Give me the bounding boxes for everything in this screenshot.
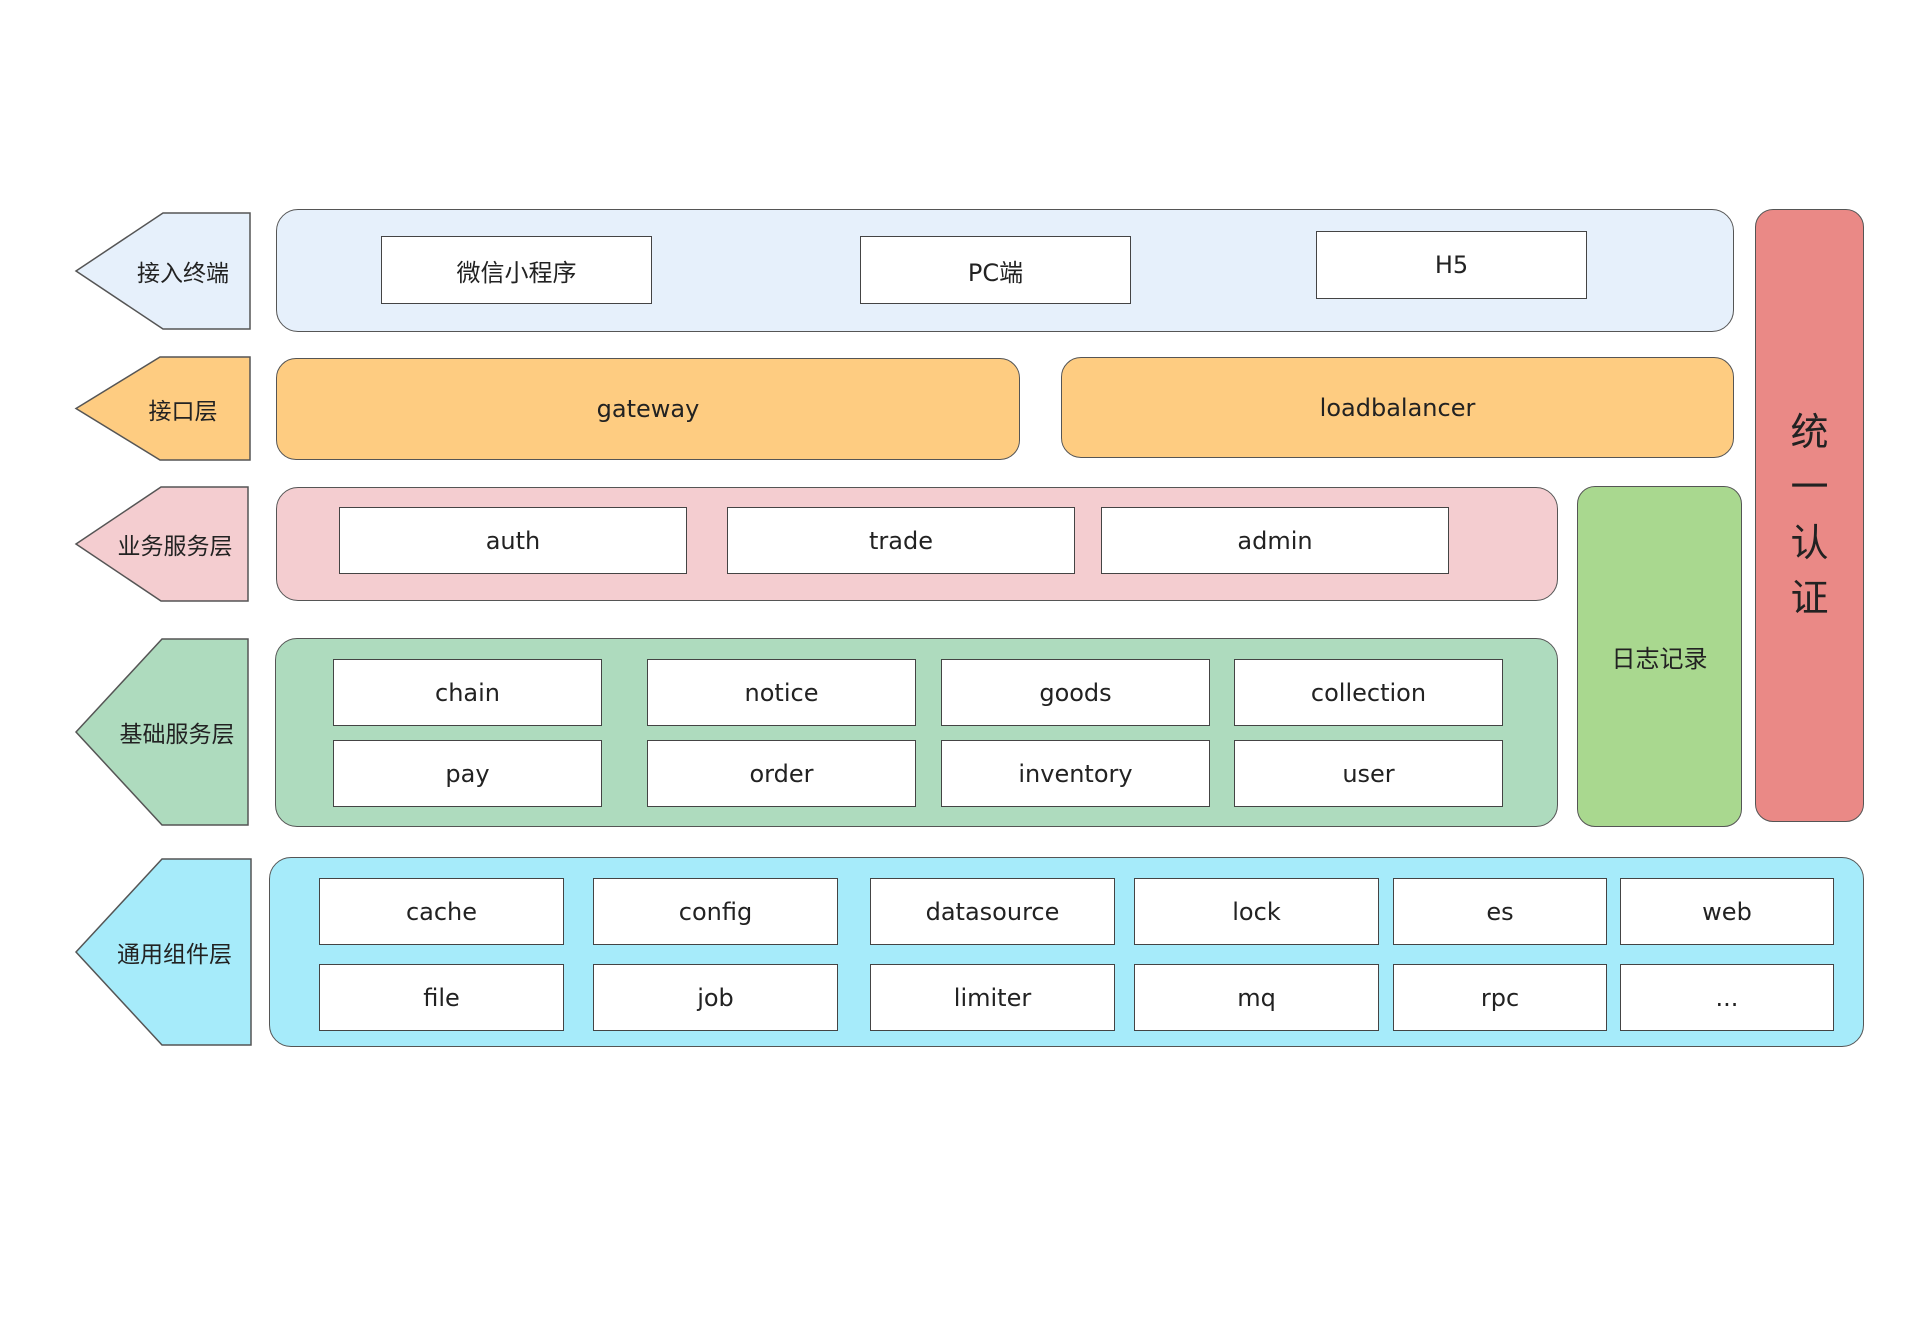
base-panel: chain notice goods collection pay order … <box>275 638 1558 827</box>
layer-label-business: 业务服务层 <box>117 534 233 560</box>
base-box-order: order <box>647 740 916 807</box>
auth-char-3: 认 <box>1790 520 1829 565</box>
auth-char-2: 一 <box>1790 465 1829 510</box>
common-box-es: es <box>1393 878 1607 945</box>
terminal-panel: 微信小程序 PC端 H5 <box>276 209 1734 332</box>
base-box-collection: collection <box>1234 659 1503 726</box>
common-box-mq: mq <box>1134 964 1379 1031</box>
business-box-admin: admin <box>1101 507 1449 574</box>
layer-arrow-base: 基础服务层 <box>74 638 249 826</box>
layer-label-interface: 接口层 <box>148 398 218 425</box>
common-box-file: file <box>319 964 564 1031</box>
gateway-panel: gateway <box>276 358 1020 460</box>
base-box-notice: notice <box>647 659 916 726</box>
base-box-inventory: inventory <box>941 740 1210 807</box>
common-panel: cache config datasource lock es web file… <box>269 857 1864 1047</box>
common-box-limiter: limiter <box>870 964 1115 1031</box>
layer-label-terminal: 接入终端 <box>137 261 229 287</box>
auth-char-1: 统 <box>1790 410 1829 455</box>
loadbalancer-panel: loadbalancer <box>1061 357 1734 458</box>
common-box-more: ... <box>1620 964 1834 1031</box>
common-box-rpc: rpc <box>1393 964 1607 1031</box>
layer-arrow-interface: 接口层 <box>74 356 251 461</box>
layer-label-base: 基础服务层 <box>119 722 235 748</box>
base-box-user: user <box>1234 740 1503 807</box>
common-box-web: web <box>1620 878 1834 945</box>
layer-arrow-business: 业务服务层 <box>74 486 249 602</box>
business-panel: auth trade admin <box>276 487 1558 601</box>
terminal-box-pc: PC端 <box>860 236 1131 304</box>
business-box-trade: trade <box>727 507 1075 574</box>
log-record-panel: 日志记录 <box>1577 486 1742 827</box>
unified-auth-panel: 统 一 认 证 <box>1755 209 1864 822</box>
base-box-goods: goods <box>941 659 1210 726</box>
layer-arrow-common: 通用组件层 <box>74 858 252 1046</box>
terminal-box-h5: H5 <box>1316 231 1587 299</box>
common-box-lock: lock <box>1134 878 1379 945</box>
layer-arrow-terminal: 接入终端 <box>74 212 251 330</box>
auth-char-4: 证 <box>1790 575 1829 620</box>
base-box-pay: pay <box>333 740 602 807</box>
base-box-chain: chain <box>333 659 602 726</box>
layer-label-common: 通用组件层 <box>117 942 232 968</box>
common-box-datasource: datasource <box>870 878 1115 945</box>
common-box-job: job <box>593 964 838 1031</box>
common-box-cache: cache <box>319 878 564 945</box>
common-box-config: config <box>593 878 838 945</box>
business-box-auth: auth <box>339 507 687 574</box>
terminal-box-wechat-miniprogram: 微信小程序 <box>381 236 652 304</box>
